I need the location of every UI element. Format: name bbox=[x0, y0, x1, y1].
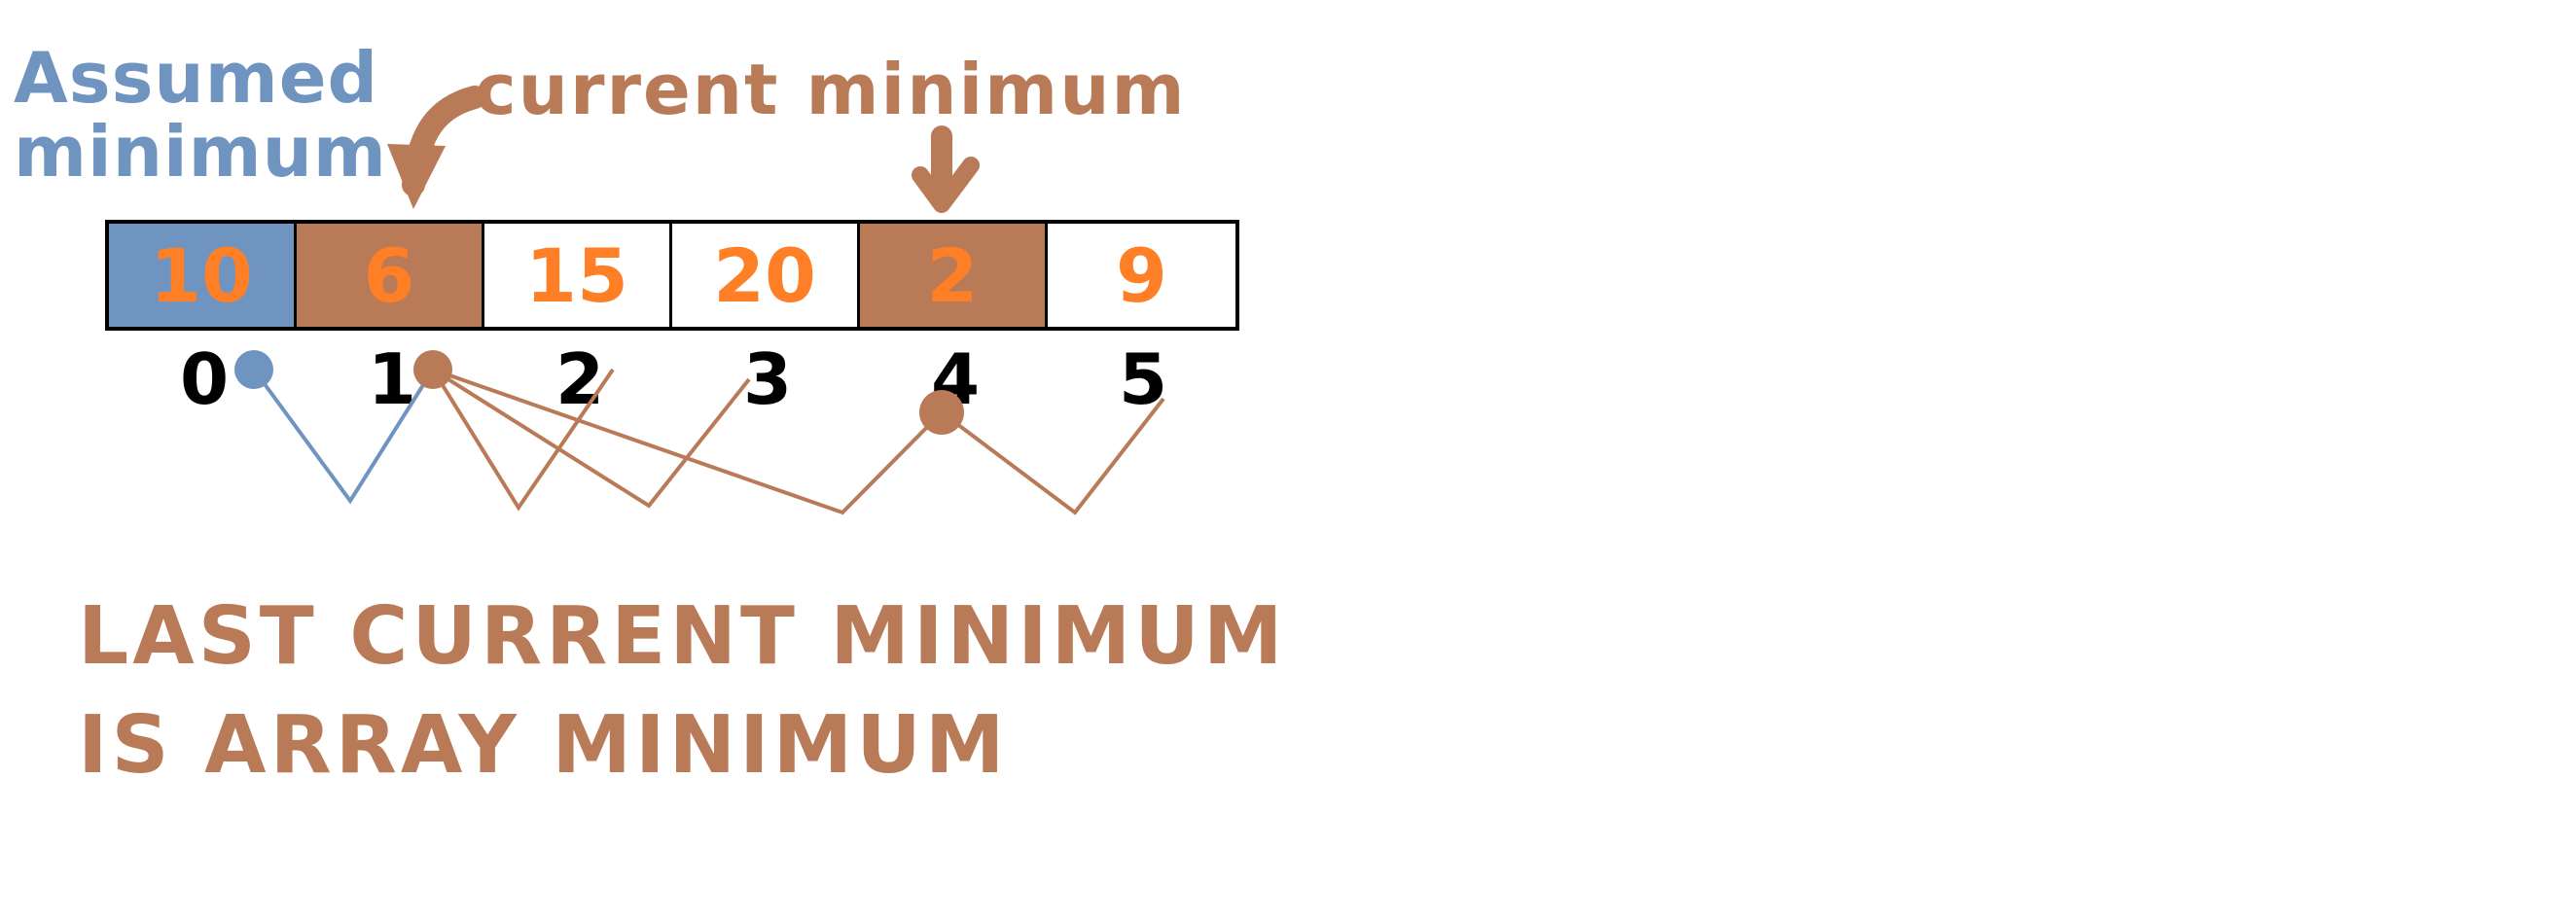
assumed-minimum-label-line1: Assumed bbox=[14, 37, 379, 119]
array-cell-5-value: 9 bbox=[1116, 231, 1167, 319]
array-index-0: 0 bbox=[179, 338, 230, 420]
array-cell-3: 20 bbox=[672, 224, 860, 327]
current-comparison-lines bbox=[413, 350, 1165, 515]
array-cell-3-value: 20 bbox=[713, 231, 816, 319]
caption-line-1: LAST CURRENT MINIMUM bbox=[78, 590, 1287, 683]
array-cell-4-value: 2 bbox=[926, 231, 979, 319]
array-cell-5: 9 bbox=[1048, 224, 1235, 327]
assumed-minimum-label: Assumed minimum bbox=[14, 41, 387, 189]
current-minimum-label: current minimum bbox=[475, 49, 1187, 130]
down-arrow-icon bbox=[912, 125, 980, 213]
assumed-comparison-line bbox=[234, 350, 435, 505]
array-index-3: 3 bbox=[742, 338, 793, 420]
curved-arrow-icon bbox=[387, 86, 486, 209]
array-cell-1: 6 bbox=[297, 224, 484, 327]
array-row: 10 6 15 20 2 9 bbox=[105, 220, 1239, 331]
array-cell-0: 10 bbox=[109, 224, 297, 327]
array-cell-0-value: 10 bbox=[150, 231, 253, 319]
array-index-2: 2 bbox=[555, 338, 605, 420]
array-cell-4: 2 bbox=[860, 224, 1048, 327]
array-cell-2: 15 bbox=[484, 224, 672, 327]
array-cell-2-value: 15 bbox=[525, 231, 628, 319]
assumed-minimum-label-line2: minimum bbox=[14, 111, 387, 193]
array-cell-1-value: 6 bbox=[363, 231, 415, 319]
caption-line-2: IS ARRAY MINIMUM bbox=[78, 699, 1009, 792]
